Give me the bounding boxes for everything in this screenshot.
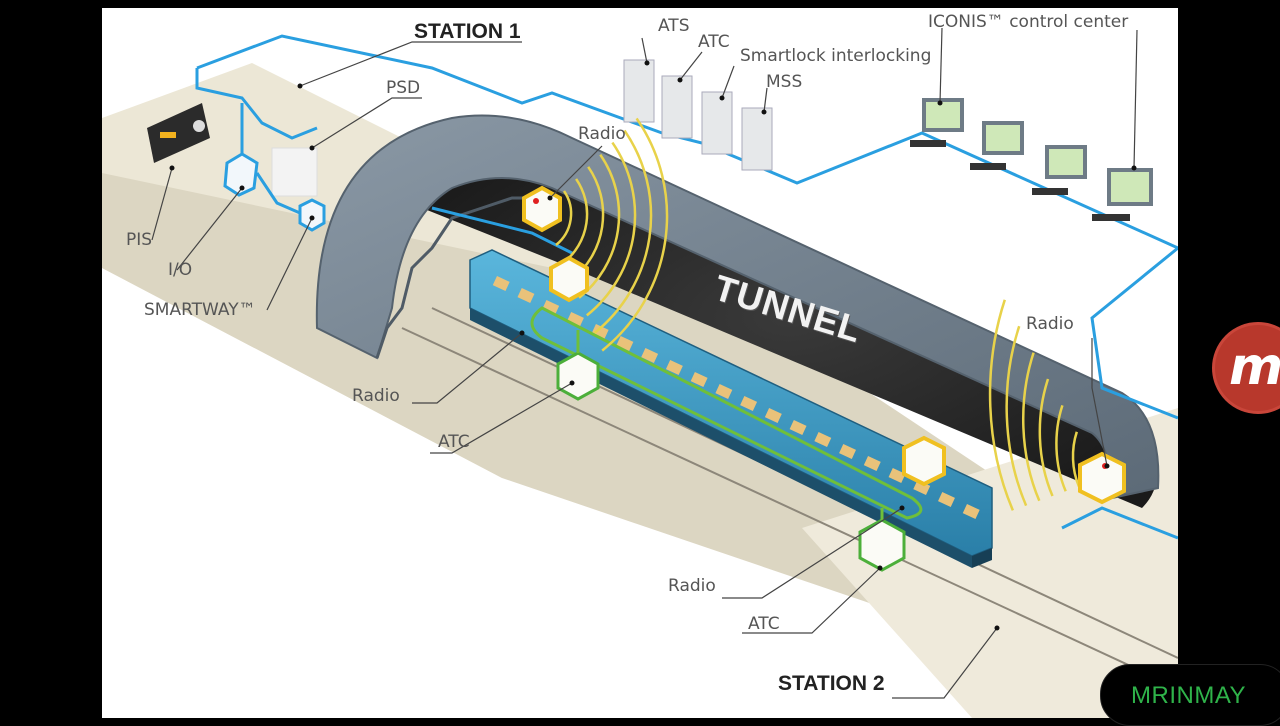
atc-train-right-label: ATC [748,614,780,634]
watermark-badge: MRINMAY [1100,664,1280,726]
ats-label: ATS [658,16,690,36]
station-2-label: STATION 2 [778,672,885,696]
smartway-label: SMARTWAY™ [144,300,256,320]
logo-letter: m [1229,337,1280,397]
atc-unit-right [860,520,904,570]
rail-system-diagram [102,8,1178,718]
radio-train-right-label: Radio [668,576,716,596]
diagram-canvas: STATION 1 STATION 2 PSD PIS I/O SMARTWAY… [102,8,1178,718]
radio-unit-train-front [551,258,587,300]
smartlock-label: Smartlock interlocking [740,46,931,66]
atc-rack-label: ATC [698,32,730,52]
radio-unit-train-rear [904,438,944,484]
ats-rack [624,60,654,122]
radio-tunnel-right-label: Radio [1026,314,1074,334]
channel-logo: m [1212,322,1280,414]
radio-tunnel-top-label: Radio [578,124,626,144]
atc-train-left-label: ATC [438,432,470,452]
psd-unit [272,148,317,196]
iconis-label: ICONIS™ control center [928,12,1128,32]
smartway-unit [300,200,324,230]
station-1-label: STATION 1 [414,20,521,44]
radio-unit-tunnel-right [1080,454,1124,502]
mss-label: MSS [766,72,802,92]
monitor-icon [970,121,1024,170]
atc-unit-left [558,353,598,399]
watermark-text: MRINMAY [1131,682,1246,710]
radio-unit-tunnel-top [524,188,560,230]
io-label: I/O [168,260,192,280]
mss-rack [742,108,772,170]
atc-rack [662,76,692,138]
radio-train-left-label: Radio [352,386,400,406]
psd-label: PSD [386,78,420,98]
pis-label: PIS [126,230,152,250]
interlocking-rack [702,92,732,154]
